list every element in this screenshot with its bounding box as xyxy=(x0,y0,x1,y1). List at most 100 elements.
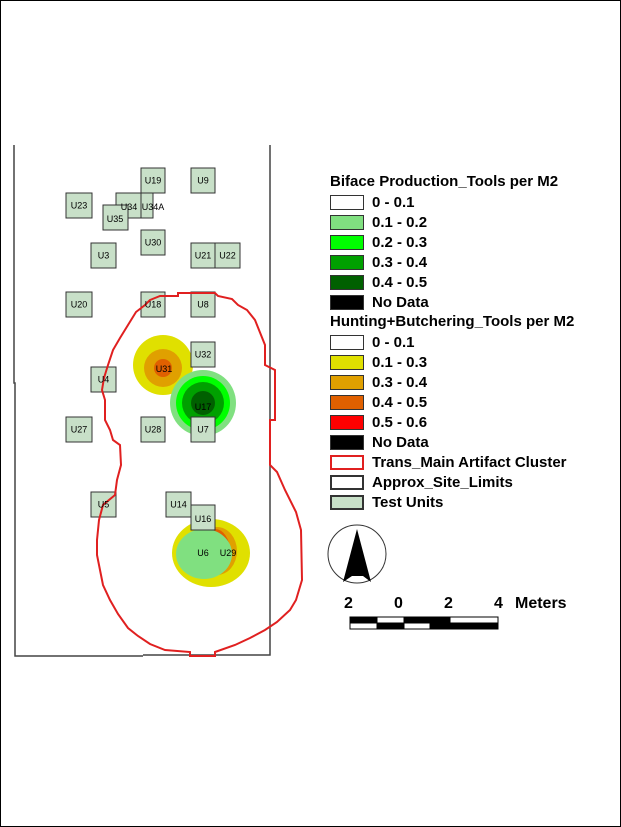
test-unit-u20 xyxy=(65,291,93,318)
legend-swatch xyxy=(330,454,364,470)
legend-swatch xyxy=(330,474,364,490)
legend-label: 0.2 - 0.3 xyxy=(372,233,428,251)
test-unit-u3 xyxy=(90,242,117,269)
test-unit-label: U17 xyxy=(195,402,212,412)
legend-label: No Data xyxy=(372,293,429,311)
test-unit-u21 xyxy=(190,242,216,269)
legend-item: No Data xyxy=(330,432,574,452)
legend-label: 0 - 0.1 xyxy=(372,333,415,351)
hunting-density-u31 xyxy=(133,335,193,395)
scale-tick-label: 0 xyxy=(394,595,403,612)
test-units xyxy=(65,167,241,531)
test-unit-label: U32 xyxy=(195,350,212,360)
legend-item: 0.2 - 0.3 xyxy=(330,232,574,252)
test-unit-label: U28 xyxy=(145,425,162,435)
test-unit-label: U31 xyxy=(156,364,173,374)
test-unit-u8 xyxy=(190,291,216,318)
test-unit-u7 xyxy=(190,416,216,443)
legend-item: 0.4 - 0.5 xyxy=(330,392,574,412)
test-unit-u32 xyxy=(190,341,216,368)
legend-swatch xyxy=(330,214,364,230)
legend-swatch xyxy=(330,334,364,350)
site-limits xyxy=(13,145,271,657)
legend-biface-title: Biface Production_Tools per M2 xyxy=(330,173,559,190)
test-unit-label: U20 xyxy=(71,300,88,310)
test-unit-label: U6 xyxy=(197,548,209,558)
legend-label: Trans_Main Artifact Cluster xyxy=(372,453,567,471)
test-unit-u14 xyxy=(165,491,192,518)
test-unit-u27 xyxy=(65,416,93,443)
test-unit-u34a xyxy=(140,192,154,219)
test-unit-label: U21 xyxy=(195,251,212,261)
test-unit-label: U22 xyxy=(219,251,236,261)
density-u6-u29 xyxy=(172,519,250,587)
legend-swatch xyxy=(330,254,364,270)
test-unit-u30 xyxy=(140,229,166,256)
legend-swatch xyxy=(330,234,364,250)
legend-label: Approx_Site_Limits xyxy=(372,473,513,491)
legend-swatch xyxy=(330,434,364,450)
test-unit-label: U35 xyxy=(107,214,124,224)
test-unit-u9 xyxy=(190,167,216,194)
legend-hunting-title: Hunting+Butchering_Tools per M2 xyxy=(330,313,575,330)
legend-label: Test Units xyxy=(372,493,444,511)
legend-item: 0 - 0.1 xyxy=(330,192,574,212)
legend-swatch xyxy=(330,414,364,430)
test-unit-label: U19 xyxy=(145,176,162,186)
legend-swatch xyxy=(330,294,364,310)
legend-item: 0.3 - 0.4 xyxy=(330,372,574,392)
biface-density-u17 xyxy=(170,370,236,436)
scale-tick-label: 2 xyxy=(444,595,453,612)
test-unit-label: U23 xyxy=(71,201,88,211)
test-unit-label: U29 xyxy=(220,548,237,558)
map-legend: Biface Production_Tools per M2 0 - 0.1 0.… xyxy=(330,172,574,512)
legend-swatch xyxy=(330,374,364,390)
legend-label: 0.5 - 0.6 xyxy=(372,413,428,431)
test-unit-label: U30 xyxy=(145,238,162,248)
legend-swatch xyxy=(330,494,364,510)
legend-swatch xyxy=(330,354,364,370)
test-unit-label: U34 xyxy=(121,202,138,212)
test-unit-label: U34A xyxy=(142,202,165,212)
test-unit-label: U8 xyxy=(197,300,209,310)
scale-unit-label: Meters xyxy=(515,595,567,612)
legend-item: 0 - 0.1 xyxy=(330,332,574,352)
test-unit-label: U5 xyxy=(98,500,110,510)
test-unit-label: U7 xyxy=(197,425,209,435)
legend-label: No Data xyxy=(372,433,429,451)
legend-label: 0.4 - 0.5 xyxy=(372,273,428,291)
legend-label: 0.4 - 0.5 xyxy=(372,393,428,411)
test-unit-label: U18 xyxy=(145,300,162,310)
test-unit-u35 xyxy=(102,204,129,231)
legend-swatch xyxy=(330,194,364,210)
legend-swatch xyxy=(330,394,364,410)
legend-label: 0.1 - 0.3 xyxy=(372,353,428,371)
test-unit-label: U16 xyxy=(195,514,212,524)
legend-item: No Data xyxy=(330,292,574,312)
legend-item: Trans_Main Artifact Cluster xyxy=(330,452,574,472)
test-unit-u22 xyxy=(214,242,241,269)
test-unit-u16 xyxy=(190,504,216,531)
legend-item: Approx_Site_Limits xyxy=(330,472,574,492)
test-unit-label: U3 xyxy=(98,251,110,261)
scale-bar xyxy=(349,616,499,630)
test-unit-label: U4 xyxy=(98,375,110,385)
legend-label: 0.3 - 0.4 xyxy=(372,373,428,391)
test-unit-u28 xyxy=(140,416,166,443)
legend-item: 0.1 - 0.2 xyxy=(330,212,574,232)
north-arrow-icon xyxy=(327,524,387,584)
test-unit-u5 xyxy=(90,491,117,518)
scale-tick-label: 4 xyxy=(494,595,503,612)
test-unit-label: U9 xyxy=(197,176,209,186)
legend-label: 0.1 - 0.2 xyxy=(372,213,428,231)
legend-label: 0.3 - 0.4 xyxy=(372,253,428,271)
test-unit-label: U27 xyxy=(71,425,88,435)
legend-item: 0.1 - 0.3 xyxy=(330,352,574,372)
legend-item: 0.4 - 0.5 xyxy=(330,272,574,292)
legend-item: Test Units xyxy=(330,492,574,512)
legend-item: 0.3 - 0.4 xyxy=(330,252,574,272)
legend-label: 0 - 0.1 xyxy=(372,193,415,211)
test-unit-u19 xyxy=(140,167,166,194)
main-artifact-cluster xyxy=(96,292,304,657)
